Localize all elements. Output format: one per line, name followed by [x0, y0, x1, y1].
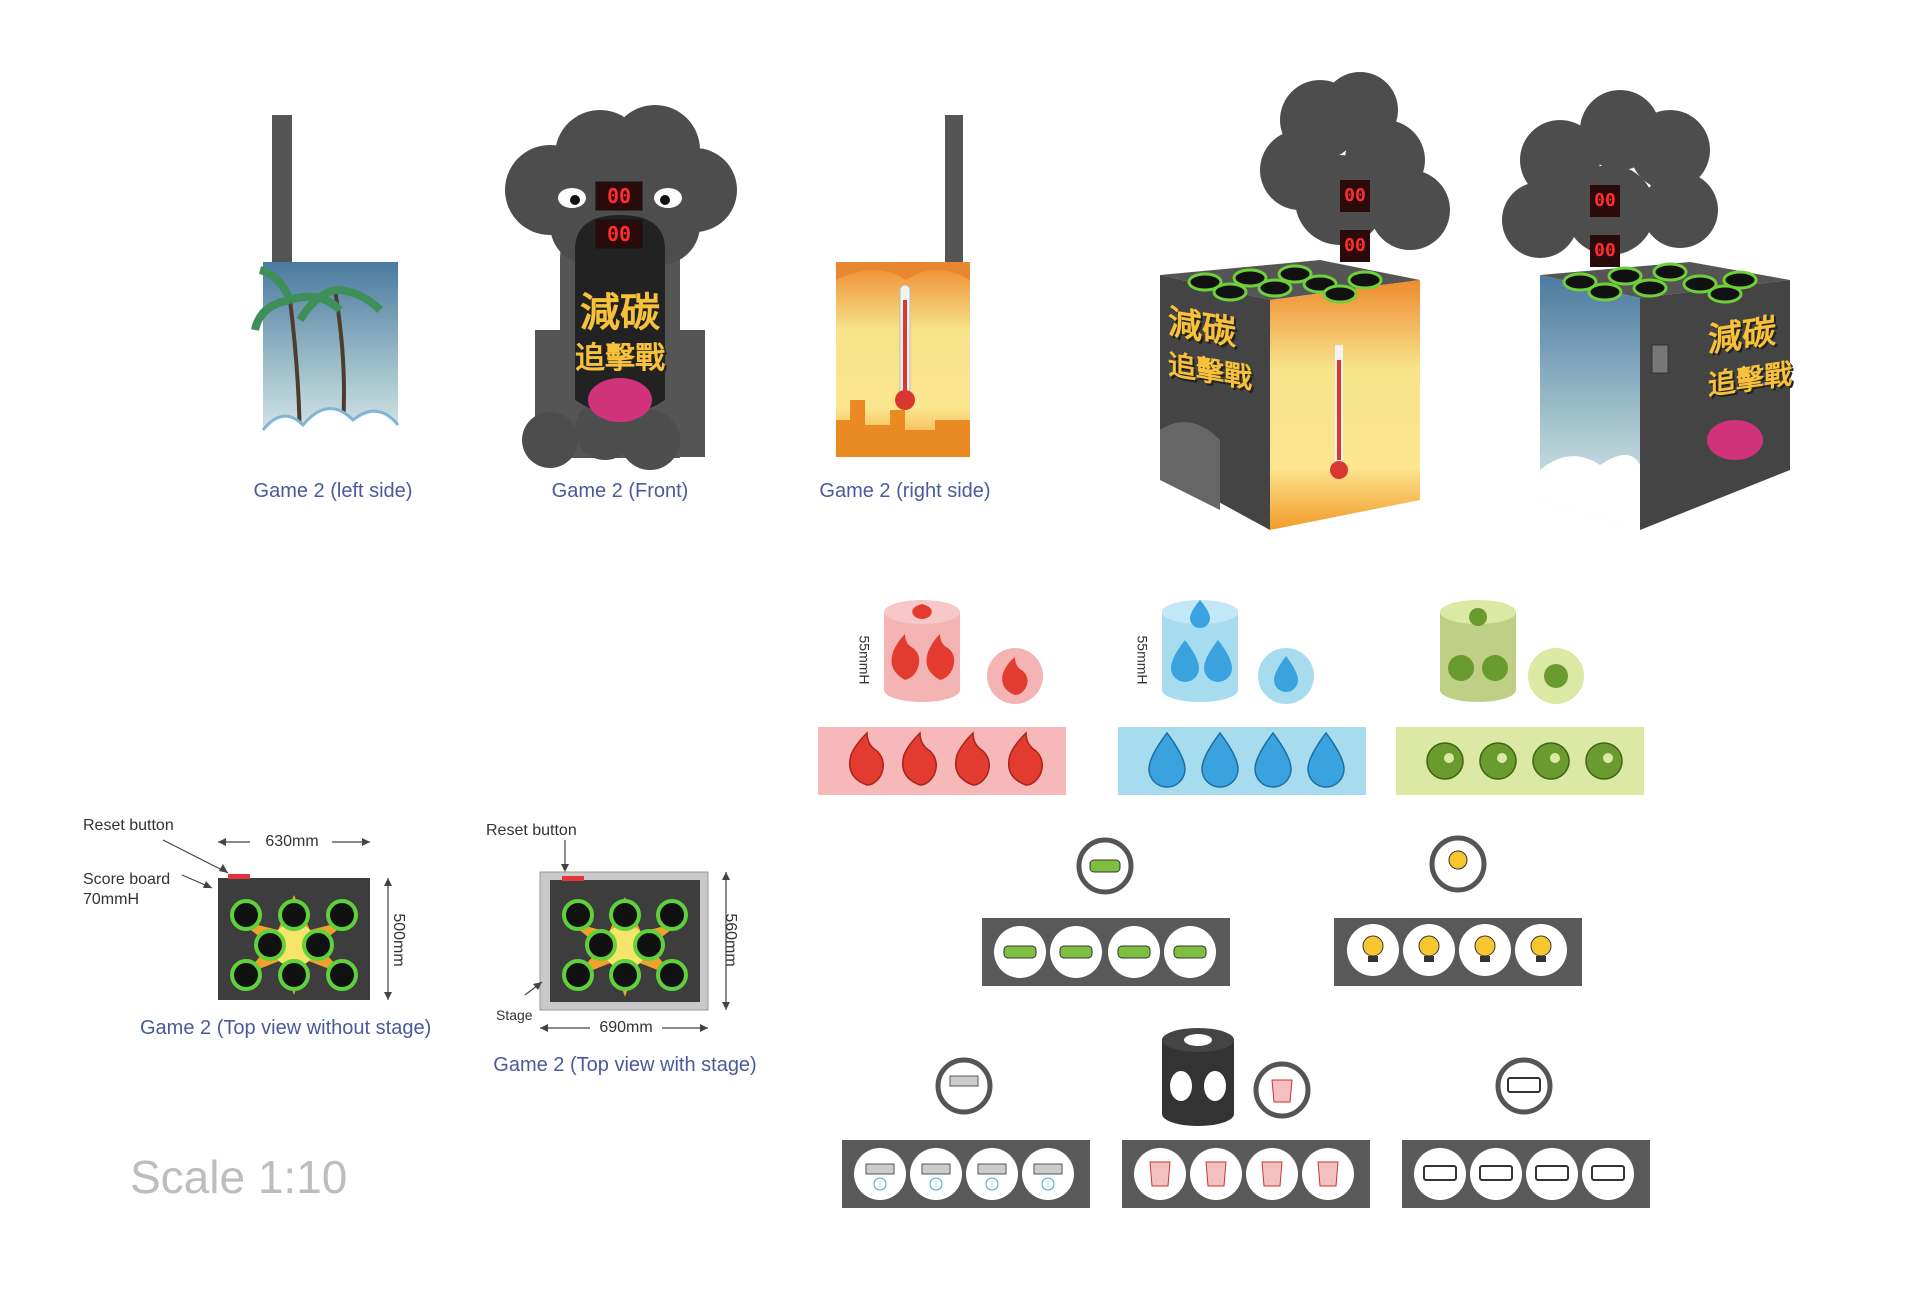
token-height-water: 55mmH [1134, 635, 1151, 685]
fire-icon [1002, 657, 1028, 695]
aircon-icon [949, 1075, 979, 1087]
car-icon [1089, 859, 1121, 873]
reset-button-label-2: Reset button [486, 822, 577, 839]
render-right-score-bottom: 00 [1594, 240, 1616, 261]
width-no-stage: 630mm [265, 833, 319, 850]
water-icon [1190, 600, 1210, 628]
reset-button-label-1: Reset button [83, 817, 174, 834]
water-icon [1204, 640, 1232, 682]
water-icon [1274, 656, 1298, 692]
bag-icon [1271, 1079, 1293, 1103]
caption-top-with-stage: Game 2 (Top view with stage) [493, 1054, 757, 1076]
render-left-score-top: 00 [1344, 185, 1366, 206]
fire-icon [926, 634, 955, 680]
caption-right-side: Game 2 (right side) [819, 480, 991, 502]
caption-front: Game 2 (Front) [551, 480, 689, 502]
bulb-icon [1448, 850, 1468, 870]
render-right-title-line1: 減碳 [1708, 311, 1776, 361]
scale-label: Scale 1:10 [130, 1151, 348, 1203]
height-with-stage: 560mm [722, 913, 739, 967]
title-line1: 減碳 [580, 290, 660, 336]
render-left-score-bottom: 00 [1344, 235, 1366, 256]
foodbox-icon [1507, 1077, 1541, 1093]
leaf-icon [1448, 655, 1474, 681]
render-right-score-top: 00 [1594, 190, 1616, 211]
water-icon [1171, 640, 1199, 682]
fire-icon [891, 634, 920, 680]
height-no-stage: 500mm [390, 913, 407, 967]
render-left-title-line2: 追擊戰 [1168, 347, 1253, 396]
title-line2: 追擊戰 [575, 341, 665, 376]
scoreboard-top: 00 [606, 184, 632, 208]
leaf-icon [1544, 664, 1568, 688]
caption-left-side: Game 2 (left side) [253, 480, 413, 502]
width-with-stage: 690mm [599, 1019, 653, 1036]
caption-top-no-stage: Game 2 (Top view without stage) [140, 1017, 432, 1039]
leaf-icon [1482, 655, 1508, 681]
token-height-fire: 55mmH [856, 635, 873, 685]
scoreboard-bottom: 00 [606, 222, 632, 246]
score-board-label-line1: Score board [83, 871, 171, 888]
score-board-label-line2: 70mmH [83, 891, 140, 908]
leaf-icon [1469, 608, 1487, 626]
fire-icon [912, 604, 932, 619]
stage-label: Stage [496, 1007, 533, 1023]
